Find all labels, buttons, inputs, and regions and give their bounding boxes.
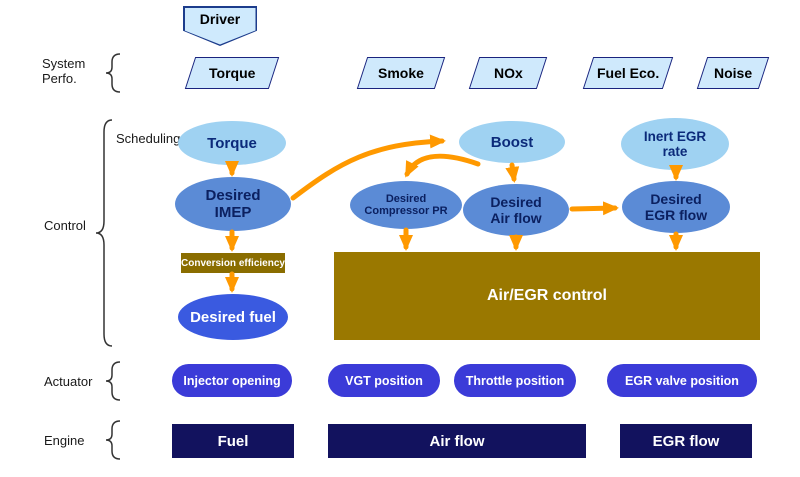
engine-air-flow: Air flow: [328, 424, 586, 458]
actuator-vgt-position: VGT position: [328, 364, 440, 397]
system-perfo-torque: Torque: [184, 57, 280, 89]
actuator-throttle-position: Throttle position: [454, 364, 576, 397]
row-label-system-perfo: System Perfo.: [42, 56, 86, 86]
row-label-engine: Engine: [44, 433, 85, 448]
node-boost: Boost: [459, 121, 565, 163]
row-label-control: Control: [44, 218, 86, 233]
arrow-boost-to-air-flow: [505, 162, 520, 183]
node-desired-egr-flow: Desired EGR flow: [622, 181, 730, 233]
arrow-boost-to-compressor-pr: [404, 153, 481, 178]
driver-label: Driver: [199, 10, 241, 27]
engine-fuel: Fuel: [172, 424, 294, 458]
brace-system-perfo: [105, 53, 121, 93]
system-perfo-smoke: Smoke: [356, 57, 446, 89]
node-desired-compressor-pr: Desired Compressor PR: [350, 181, 462, 229]
node-inert-egr-rate: Inert EGR rate: [621, 118, 729, 170]
row-braces: [95, 53, 121, 460]
node-desired-imep: Desired IMEP: [175, 177, 291, 231]
system-perfo-noise: Noise: [696, 57, 770, 89]
arrow-air-flow-to-egr-flow: [569, 201, 619, 216]
system-perfo-fuel-eco: Fuel Eco.: [582, 57, 674, 89]
node-desired-air-flow: Desired Air flow: [463, 184, 569, 236]
actuator-egr-valve-position: EGR valve position: [607, 364, 757, 397]
conversion-efficiency-box: Conversion efficiency: [181, 253, 285, 273]
engine-egr-flow: EGR flow: [620, 424, 752, 458]
system-perfo-nox: NOx: [468, 57, 548, 89]
brace-control: [95, 119, 113, 347]
air-egr-control-box: Air/EGR control: [334, 252, 760, 340]
brace-actuator: [105, 361, 121, 401]
row-label-actuator: Actuator: [44, 374, 93, 389]
brace-engine: [105, 420, 121, 460]
row-label-scheduling: Scheduling: [116, 131, 181, 146]
driver-shape: Driver: [183, 6, 257, 46]
driver-shape-fill: Driver: [184, 7, 256, 45]
node-desired-fuel: Desired fuel: [178, 294, 288, 340]
actuator-injector-opening: Injector opening: [172, 364, 292, 397]
node-torque: Torque: [178, 121, 286, 165]
